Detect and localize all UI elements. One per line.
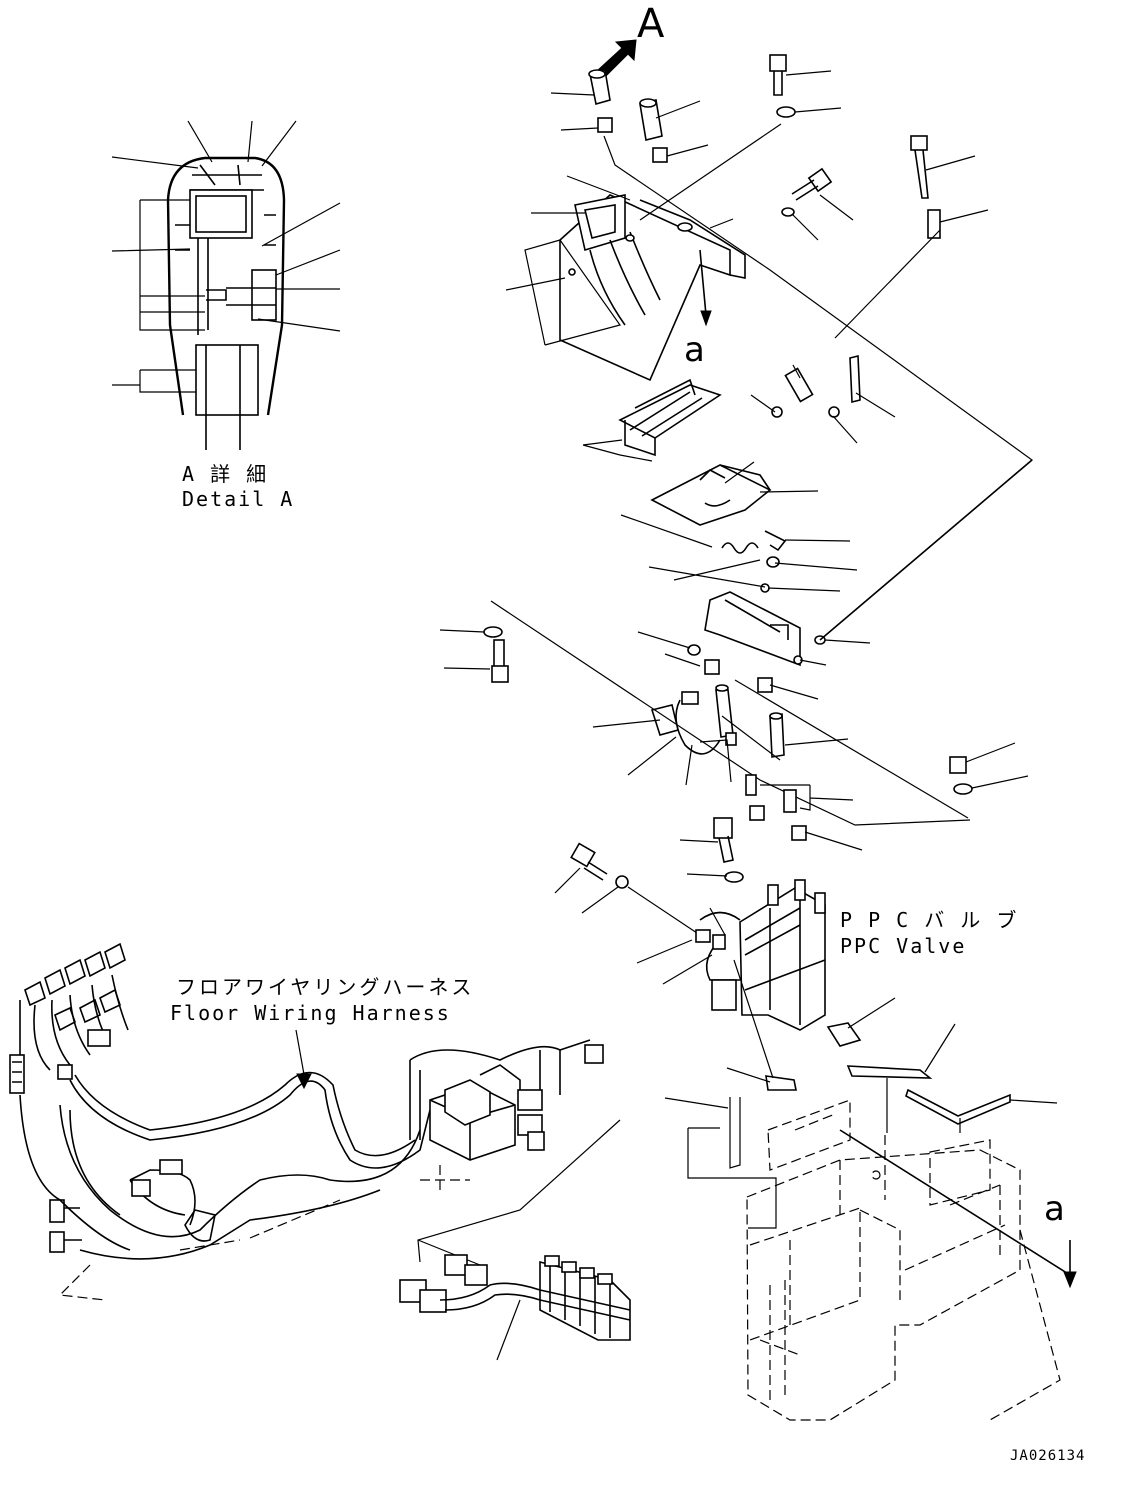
harness-label-en: Floor Wiring Harness [170, 1001, 451, 1025]
small-hardware [439, 626, 1029, 936]
ppc-valve-label-en: PPC Valve [840, 934, 967, 958]
view-label-a: A [637, 1, 665, 47]
ppc-valve [636, 879, 896, 1091]
relay-block-lower [399, 1254, 631, 1341]
lever-mechanism [490, 354, 1033, 826]
drawing-number: JA026134 [1010, 1448, 1086, 1464]
harness-junction-box [409, 1039, 604, 1161]
detail-label-en: Detail A [182, 487, 295, 511]
console-frame [664, 1097, 1077, 1421]
detail-label-jp: A 詳 細 [182, 462, 269, 486]
section-marker-a-bottom: a [1044, 1189, 1065, 1229]
view-arrow-a [597, 39, 637, 77]
harness-connectors-left [9, 942, 129, 1253]
ppc-valve-label-jp: P P C バ ル ブ [840, 908, 1019, 932]
upper-hardware [505, 54, 1033, 641]
floor-wiring-harness [9, 942, 631, 1361]
wrenches [846, 1023, 1058, 1133]
section-marker-a-top: a [684, 330, 705, 370]
detail-a-knob-section [111, 120, 341, 450]
harness-label-jp: フロアワイヤリングハーネス [176, 975, 475, 999]
